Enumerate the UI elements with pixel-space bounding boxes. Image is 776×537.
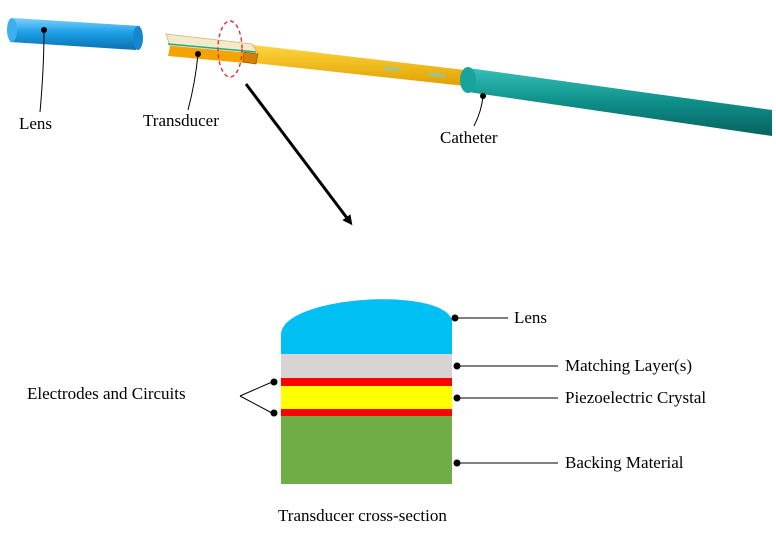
cross-section [281, 299, 452, 484]
label-backing: Backing Material [565, 453, 684, 472]
matching-layer [281, 354, 452, 378]
transducer-block [165, 33, 259, 65]
label-electrodes: Electrodes and Circuits [27, 384, 186, 403]
piezo-layer [281, 386, 452, 409]
label-piezo: Piezoelectric Crystal [565, 388, 706, 407]
highlight-ellipse [217, 20, 243, 78]
zoom-arrow [244, 83, 353, 226]
lens-layer [281, 299, 452, 354]
backing-layer [281, 416, 452, 484]
label-matching-layer: Matching Layer(s) [565, 356, 692, 375]
electrode-bottom [281, 409, 452, 416]
lens-cylinder [7, 18, 143, 50]
top-leaders [39, 27, 486, 127]
electrode-leaders [239, 378, 278, 417]
electrode-top [281, 378, 452, 386]
label-lens: Lens [514, 308, 547, 327]
flex-shaft [245, 44, 465, 86]
right-leaders [451, 314, 558, 467]
label-transducer-top: Transducer [143, 111, 219, 130]
catheter-tube [460, 67, 772, 136]
label-lens-top: Lens [19, 114, 52, 133]
label-catheter-top: Catheter [440, 128, 498, 147]
caption-cross-section: Transducer cross-section [278, 506, 447, 525]
